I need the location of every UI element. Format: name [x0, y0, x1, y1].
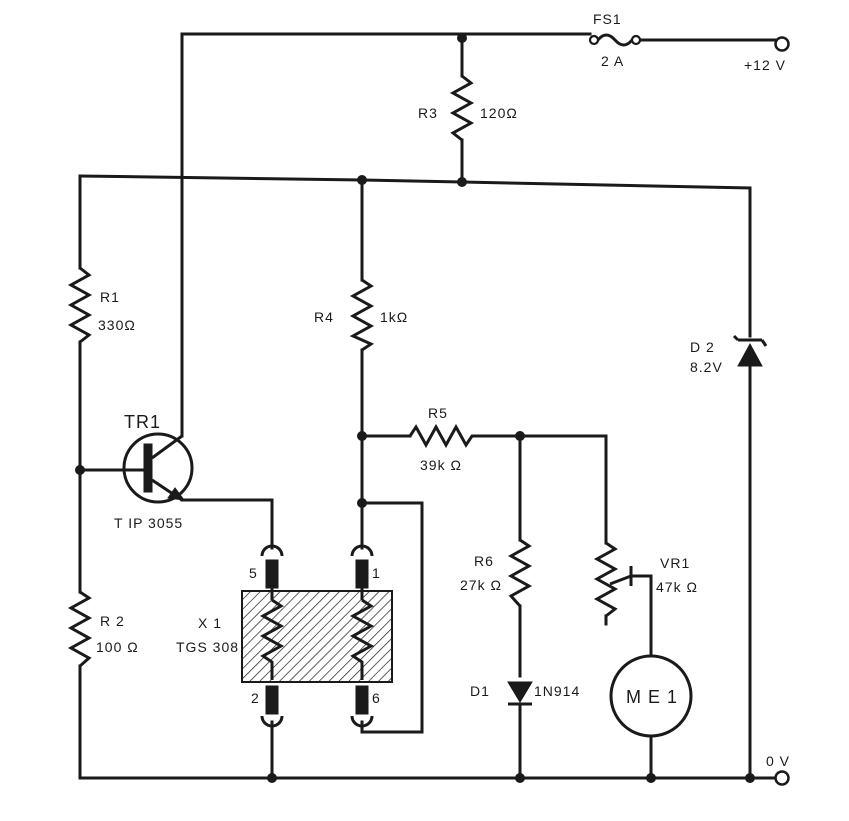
zener-diode-d2: D 2 8.2V: [690, 334, 768, 375]
fs1-value: 2 A: [601, 53, 624, 69]
r2-value: 100 Ω: [96, 639, 139, 655]
r1-ref: R1: [100, 289, 120, 305]
fuse-fs1: FS1 2 A: [588, 11, 642, 69]
d1-value: 1N914: [534, 683, 580, 699]
r2-ref: R 2: [100, 613, 125, 629]
potentiometer-vr1: VR1 47k Ω: [593, 541, 698, 618]
transistor-tr1: TR1 T IP 3055: [114, 412, 194, 531]
meter-me1: M E 1: [609, 654, 693, 738]
r5-ref: R5: [428, 405, 448, 421]
tr1-ref: TR1: [124, 412, 161, 432]
wiring: [78, 32, 778, 780]
r3-ref: R3: [418, 105, 438, 121]
resistor-r3: R3 120Ω: [418, 74, 518, 142]
x1-pin-2: 2: [251, 690, 260, 706]
x1-value: TGS 308: [176, 639, 239, 655]
supply-terminal: +12 V: [744, 36, 790, 73]
junction-dots: [75, 33, 755, 783]
resistor-r4: R4 1kΩ: [314, 278, 408, 352]
x1-pin-1: 1: [372, 565, 381, 581]
r5-value: 39k Ω: [420, 457, 462, 473]
diode-d1: D1 1N914: [470, 681, 580, 706]
r3-value: 120Ω: [480, 105, 518, 121]
x1-pin-5: 5: [249, 565, 258, 581]
d2-value: 8.2V: [690, 359, 723, 375]
ground-terminal-label: 0 V: [766, 753, 790, 769]
vr1-value: 47k Ω: [656, 579, 698, 595]
me1-ref: M E 1: [626, 687, 678, 707]
gas-sensor-x1: 5 1 2 6 X 1 TGS 308: [176, 544, 393, 728]
x1-pin-6: 6: [372, 690, 381, 706]
x1-ref: X 1: [198, 615, 222, 631]
tr1-value: T IP 3055: [114, 515, 183, 531]
r6-ref: R6: [474, 553, 494, 569]
r4-value: 1kΩ: [380, 309, 408, 325]
resistor-r1: R1 330Ω: [67, 266, 136, 344]
resistor-r2: R 2 100 Ω: [67, 590, 139, 668]
fs1-ref: FS1: [593, 11, 622, 27]
r6-value: 27k Ω: [460, 577, 502, 593]
r4-ref: R4: [314, 309, 334, 325]
resistor-r5: R5 39k Ω: [408, 405, 478, 473]
d2-ref: D 2: [690, 339, 715, 355]
ground-terminal: 0 V: [766, 753, 790, 786]
r1-value: 330Ω: [98, 317, 136, 333]
vr1-ref: VR1: [660, 555, 690, 571]
supply-terminal-label: +12 V: [744, 57, 786, 73]
resistor-r6: R6 27k Ω: [460, 538, 533, 608]
d1-ref: D1: [470, 683, 490, 699]
